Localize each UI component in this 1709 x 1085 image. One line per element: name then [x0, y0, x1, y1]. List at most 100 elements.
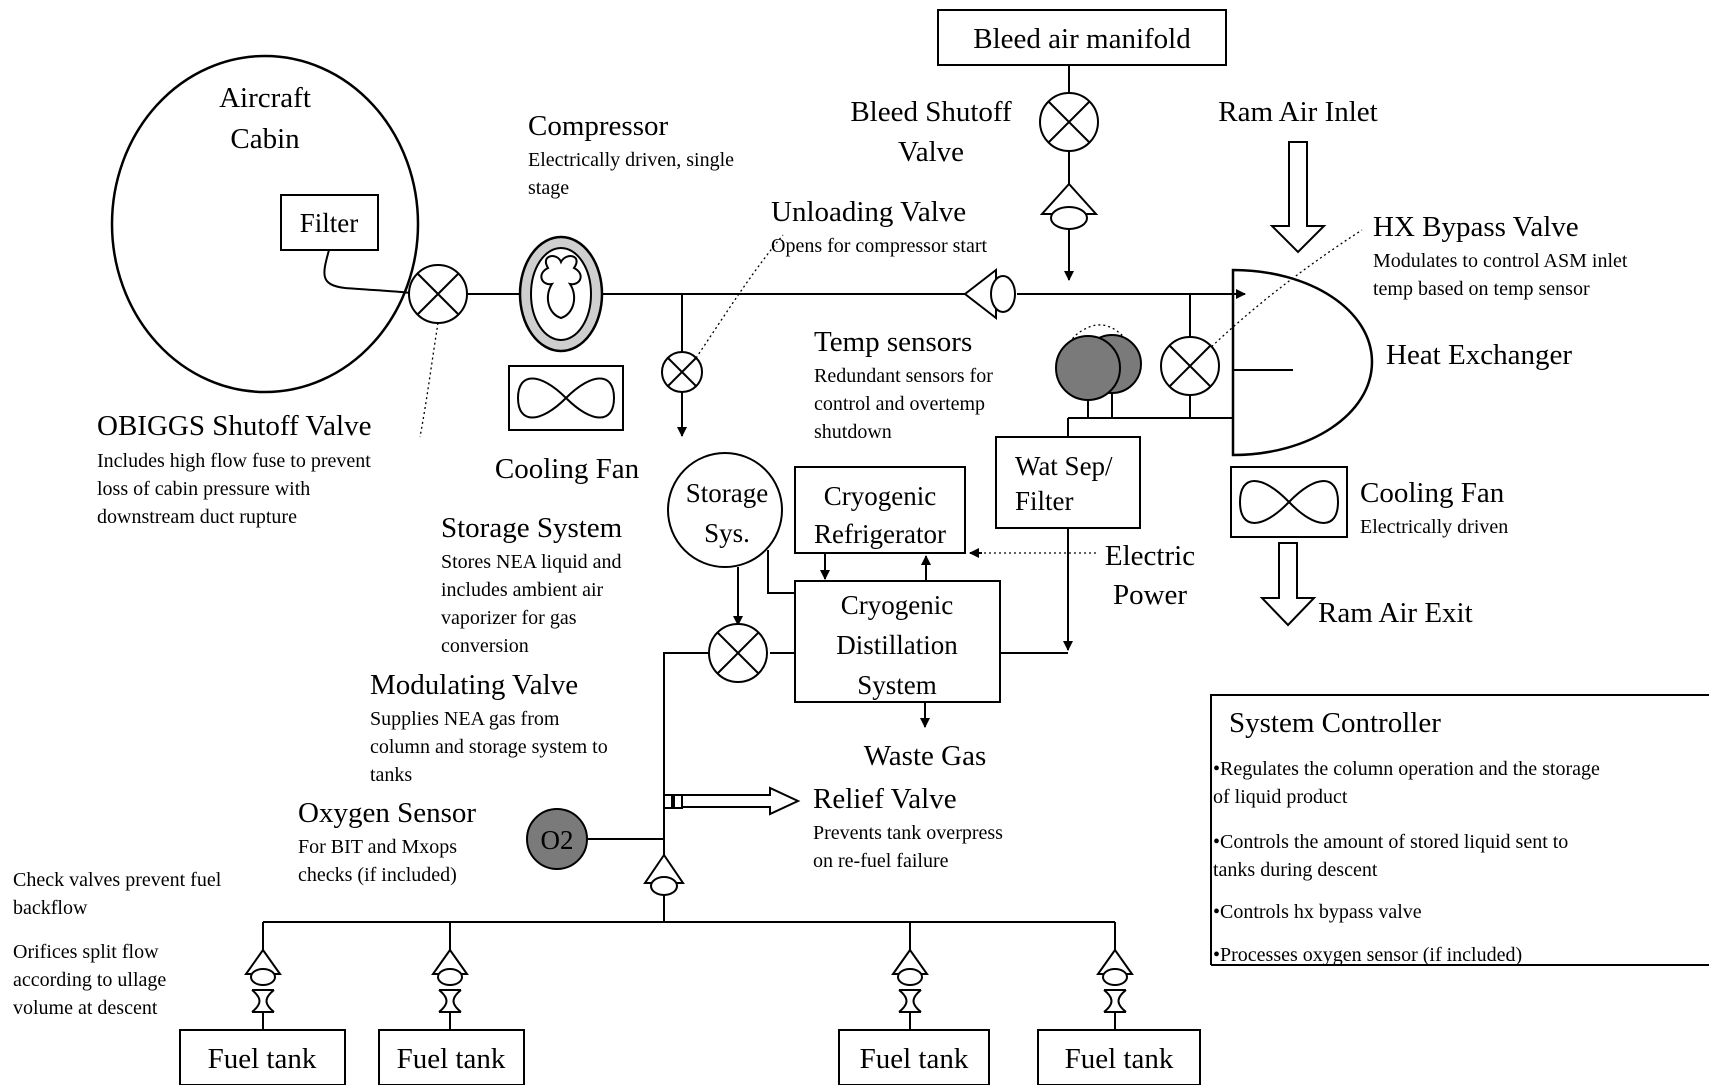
bleed-shutoff-label: Bleed Shutoff — [850, 96, 1012, 128]
bleed-shutoff-valve — [1039, 92, 1099, 152]
temp-sensors-desc-1: Redundant sensors for — [814, 365, 993, 387]
heat-exchanger — [1231, 268, 1374, 457]
wat-sep-label-1: Wat Sep/ — [1015, 451, 1113, 481]
obiggs-title: OBIGGS Shutoff Valve — [97, 410, 371, 442]
electric-power-label-1: Electric — [1105, 540, 1195, 572]
wat-sep-label-2: Filter — [1015, 486, 1074, 516]
modulating-title: Modulating Valve — [370, 669, 578, 701]
cryo-dist-label-2: Distillation — [836, 630, 958, 660]
temp-sensors-title: Temp sensors — [814, 326, 972, 358]
storage-desc-2: includes ambient air — [441, 579, 604, 601]
temp-sensors-desc-3: shutdown — [814, 421, 892, 443]
branch-tank-4 — [1096, 922, 1134, 1030]
main-check-valve — [963, 267, 1016, 321]
temp-sensors-desc-2: control and overtemp — [814, 393, 985, 415]
compressor — [518, 235, 604, 353]
cryogenic-distillation-system — [794, 580, 1001, 703]
hx-bypass-desc-2: temp based on temp sensor — [1373, 278, 1590, 300]
check-valves-note-1: Check valves prevent fuel — [13, 869, 222, 891]
branch-tank-3 — [891, 922, 929, 1030]
oxygen-sensor-desc-1: For BIT and Mxops — [298, 836, 457, 858]
controller-item-4: •Processes oxygen sensor (if included) — [1213, 944, 1522, 966]
storage-title: Storage System — [441, 512, 623, 544]
compressor-title: Compressor — [528, 110, 669, 142]
filter-box — [280, 194, 379, 251]
fuel-tank-3-label: Fuel tank — [860, 1043, 969, 1075]
o2-label: O2 — [541, 825, 574, 855]
cryo-ref-label-2: Refrigerator — [814, 519, 946, 549]
oxygen-sensor — [526, 808, 588, 870]
fuel-tank-1 — [179, 1029, 346, 1085]
aircraft-cabin-label: Aircraft — [219, 82, 311, 114]
storage-system — [667, 452, 783, 568]
modulating-valve — [708, 623, 768, 683]
obiggs-shutoff-valve — [408, 264, 468, 324]
cooling-fan-right-label: Cooling Fan — [1360, 477, 1505, 509]
cooling-fan-left-label: Cooling Fan — [495, 453, 640, 485]
oxygen-sensor-desc-2: checks (if included) — [298, 864, 457, 886]
relief-valve-desc-1: Prevents tank overpress — [813, 822, 1003, 844]
compressor-desc-1: Electrically driven, single — [528, 149, 734, 171]
relief-valve-desc-2: on re-fuel failure — [813, 850, 949, 872]
unloading-desc: Opens for compressor start — [771, 235, 987, 257]
system-controller-title: System Controller — [1229, 707, 1441, 739]
fuel-tank-1-label: Fuel tank — [208, 1043, 317, 1075]
ram-air-inlet-arrow — [1269, 141, 1327, 254]
fuel-tank-3 — [838, 1029, 990, 1085]
ram-air-exit-label: Ram Air Exit — [1318, 597, 1473, 629]
ram-air-inlet-label: Ram Air Inlet — [1218, 96, 1377, 128]
electric-power-label-2: Power — [1113, 579, 1187, 611]
bleed-manifold-box — [937, 9, 1227, 66]
hx-bypass-title: HX Bypass Valve — [1373, 211, 1579, 243]
hx-bypass-desc-1: Modulates to control ASM inlet — [1373, 250, 1628, 272]
orifices-note-3: volume at descent — [13, 997, 158, 1019]
aircraft-cabin-label-2: Cabin — [230, 123, 300, 155]
controller-item-2-line-1: •Controls the amount of stored liquid se… — [1213, 831, 1568, 853]
relief-valve — [663, 786, 801, 816]
branch-tank-2 — [431, 922, 469, 1030]
obiggs-desc-3: downstream duct rupture — [97, 506, 297, 528]
aircraft-cabin — [110, 54, 420, 394]
system-controller: System Controller •Regulates the column … — [1210, 694, 1709, 966]
orifices-note-1: Orifices split flow — [13, 941, 159, 963]
controller-item-1-line-1: •Regulates the column operation and the … — [1213, 758, 1600, 780]
tank-feed-check-valve — [643, 853, 685, 896]
filter-label: Filter — [300, 208, 359, 238]
storage-desc-1: Stores NEA liquid and — [441, 551, 622, 573]
temp-sensor-primary — [1055, 335, 1121, 401]
cooling-fan-right-desc: Electrically driven — [1360, 516, 1508, 538]
cryo-dist-label-3: System — [857, 670, 937, 700]
storage-desc-4: conversion — [441, 635, 529, 657]
controller-item-3: •Controls hx bypass valve — [1213, 901, 1422, 923]
branch-tank-1 — [244, 922, 282, 1030]
fuel-tank-2 — [378, 1029, 525, 1085]
unloading-title: Unloading Valve — [771, 196, 966, 228]
relief-valve-title: Relief Valve — [813, 783, 957, 815]
storage-sys-label-2: Sys. — [704, 518, 750, 548]
storage-sys-label-1: Storage — [686, 478, 768, 508]
orifices-note-2: according to ullage — [13, 969, 166, 991]
cryogenic-refrigerator — [794, 466, 966, 554]
obiggs-desc-2: loss of cabin pressure with — [97, 478, 310, 500]
cryo-dist-label-1: Cryogenic — [841, 590, 953, 620]
controller-item-1-line-2: of liquid product — [1213, 786, 1348, 808]
bleed-manifold-label: Bleed air manifold — [973, 23, 1191, 55]
storage-desc-3: vaporizer for gas — [441, 607, 577, 629]
oxygen-sensor-title: Oxygen Sensor — [298, 797, 476, 829]
check-valves-note-2: backflow — [13, 897, 88, 919]
fuel-tank-4-label: Fuel tank — [1065, 1043, 1174, 1075]
waste-gas-label: Waste Gas — [864, 740, 987, 772]
controller-item-2-line-2: tanks during descent — [1213, 859, 1378, 881]
water-separator-filter — [995, 436, 1141, 529]
hx-bypass-valve — [1160, 336, 1220, 396]
cooling-fan-left — [508, 365, 624, 431]
modulating-desc-3: tanks — [370, 764, 412, 786]
cryo-ref-label-1: Cryogenic — [824, 481, 936, 511]
fuel-tank-4 — [1037, 1029, 1201, 1085]
obiggs-desc-1: Includes high flow fuse to prevent — [97, 450, 371, 472]
fuel-tank-2-label: Fuel tank — [397, 1043, 506, 1075]
cooling-fan-right — [1230, 466, 1348, 538]
compressor-desc-2: stage — [528, 177, 569, 199]
heat-exchanger-label: Heat Exchanger — [1386, 339, 1572, 371]
modulating-desc-2: column and storage system to — [370, 736, 608, 758]
